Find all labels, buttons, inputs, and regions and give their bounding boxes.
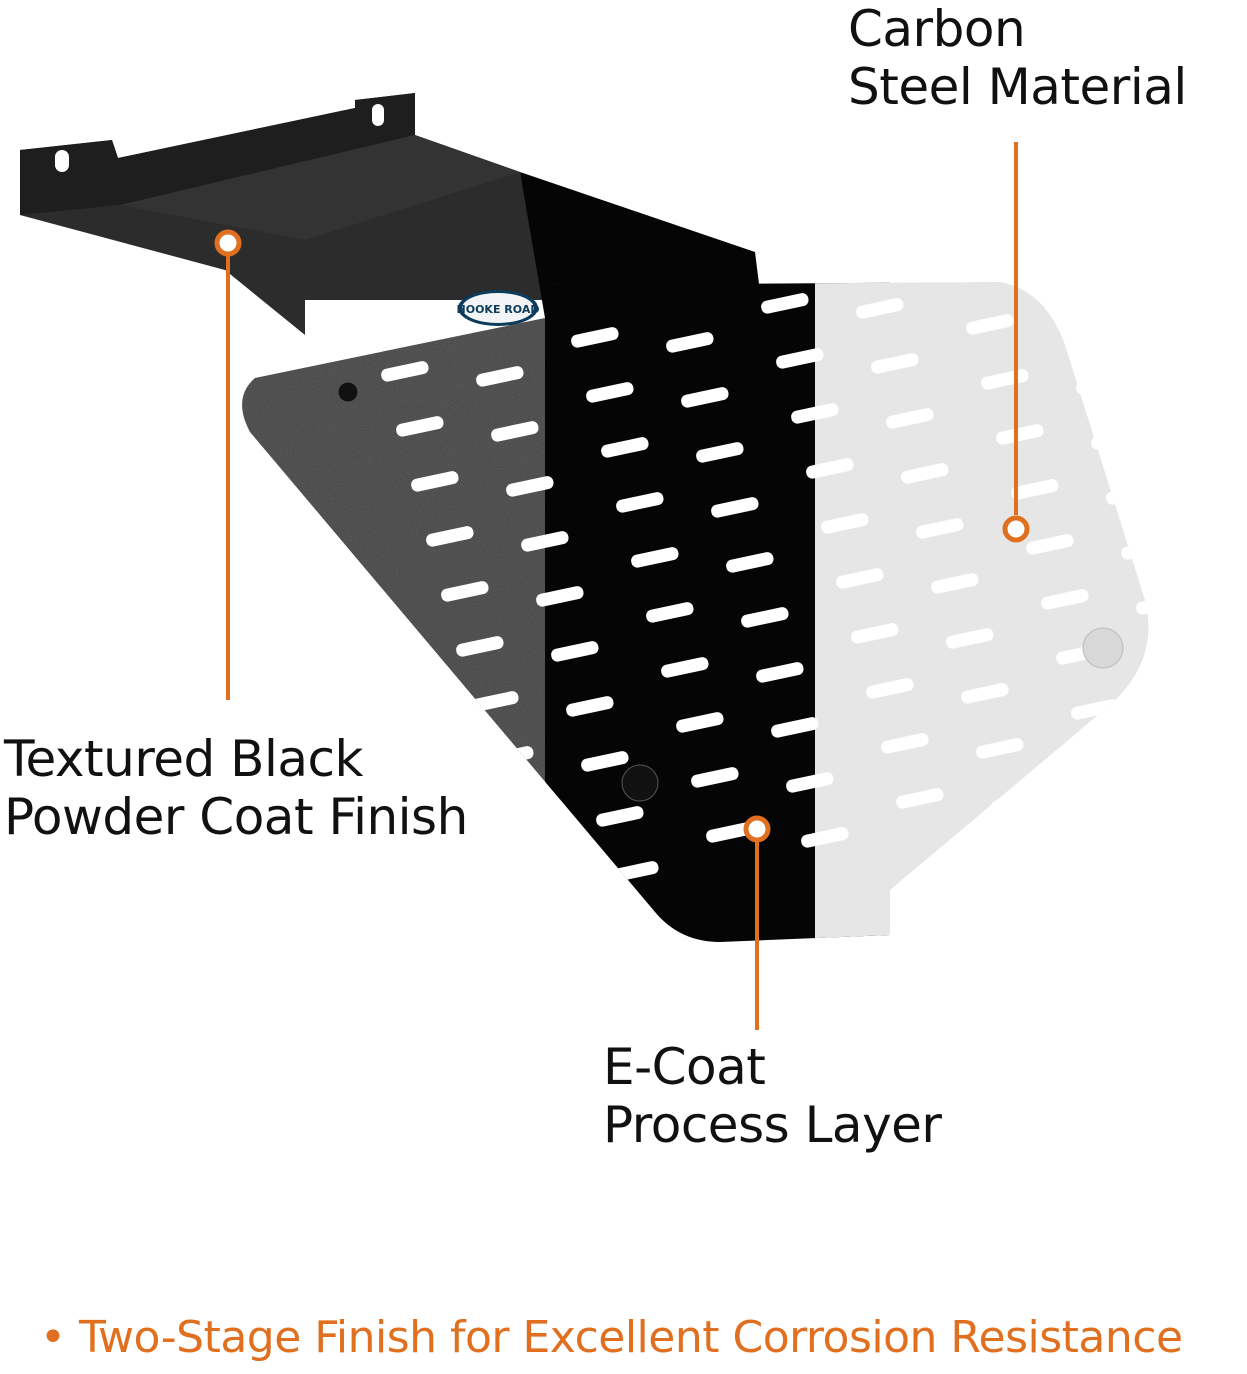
plate-slot xyxy=(916,518,964,539)
plate-slot xyxy=(776,348,824,369)
plate-slot xyxy=(1046,282,1094,285)
plate-slot xyxy=(1180,758,1230,781)
plate-slot xyxy=(566,696,614,717)
plate-slot xyxy=(426,526,474,547)
plate-slot xyxy=(536,586,584,607)
plate-slot xyxy=(1026,534,1074,555)
plate-slot xyxy=(726,552,774,573)
plate-slot xyxy=(836,568,884,589)
plate-slot xyxy=(976,738,1024,759)
plate-slot xyxy=(646,602,694,623)
plate-slot xyxy=(786,772,834,793)
plate-slot xyxy=(706,822,754,843)
plate-slot xyxy=(521,531,569,552)
plate-slot xyxy=(881,733,929,754)
plate-slot xyxy=(396,416,444,437)
plate-slot xyxy=(851,623,899,644)
callout-markers xyxy=(214,142,1030,1030)
plate-slot xyxy=(1106,484,1149,505)
plate-slot xyxy=(966,314,1014,335)
callout-ecoat: E-Coat Process Layer xyxy=(603,1038,942,1154)
plate-slot xyxy=(381,361,429,382)
plate-slot xyxy=(1091,429,1139,450)
bolt-icon xyxy=(337,381,359,403)
callout-line: Textured Black xyxy=(4,730,363,788)
plate-slot xyxy=(411,471,459,492)
plate-slot xyxy=(946,628,994,649)
callout-line: Process Layer xyxy=(603,1096,942,1154)
plate-slot xyxy=(586,382,634,403)
mounting-flange xyxy=(20,93,760,335)
plate-slot xyxy=(1011,479,1059,500)
plate-slot xyxy=(1061,319,1109,340)
plate-slot xyxy=(691,767,739,788)
plate-slot xyxy=(756,662,804,683)
plate-slot xyxy=(961,683,1009,704)
plate-slot xyxy=(866,678,914,699)
plate-slot xyxy=(771,717,819,738)
bullet-icon: • xyxy=(40,1312,66,1363)
bolt-icon xyxy=(1082,627,1124,669)
mounting-plate xyxy=(242,258,1230,942)
plate-slot xyxy=(1165,703,1215,726)
plate-slot xyxy=(506,476,554,497)
plate-slot xyxy=(996,424,1044,445)
plate-slot xyxy=(901,463,949,484)
callout-powder-coat: Textured Black Powder Coat Finish xyxy=(4,730,468,846)
plate-slot xyxy=(1041,589,1089,610)
plate-slot xyxy=(616,492,664,513)
plate-slot xyxy=(516,856,564,877)
plate-slot xyxy=(1086,754,1134,775)
plate-slot xyxy=(761,293,809,314)
plate-slot xyxy=(896,788,944,809)
plate-slot xyxy=(696,442,744,463)
footer-text: Two-Stage Finish for Excellent Corrosion… xyxy=(78,1312,1183,1363)
plate-slot xyxy=(931,573,979,594)
plate-slot xyxy=(1121,539,1149,560)
bolt-icon xyxy=(621,764,659,802)
callout-line: Steel Material xyxy=(848,58,1187,116)
plate-slot xyxy=(661,657,709,678)
plate-slot xyxy=(571,327,619,348)
plate-slot xyxy=(856,298,904,319)
plate-slot xyxy=(806,458,854,479)
plate-slot xyxy=(666,332,714,353)
callout-line: E-Coat xyxy=(603,1038,766,1096)
callout-line: Carbon xyxy=(848,0,1026,58)
plate-slot xyxy=(491,421,539,442)
svg-text:HOOKE ROAD: HOOKE ROAD xyxy=(457,303,540,316)
plate-slot xyxy=(1071,699,1119,720)
plate-slot xyxy=(1150,648,1200,671)
plate-slot xyxy=(791,403,839,424)
plate-slot xyxy=(551,641,599,662)
plate-slot xyxy=(441,581,489,602)
callout-line: Powder Coat Finish xyxy=(4,788,468,846)
hooke-road-logo: HOOKE ROAD xyxy=(457,290,540,326)
callout-carbon-steel: Carbon Steel Material xyxy=(848,0,1187,116)
plate-slot xyxy=(486,746,534,767)
plate-slot xyxy=(596,806,644,827)
plate-slot xyxy=(1076,374,1124,395)
plate-slot xyxy=(741,607,789,628)
plate-slot xyxy=(821,513,869,534)
plate-slot xyxy=(581,751,629,772)
plate-slot xyxy=(676,712,724,733)
plate-slot xyxy=(501,801,549,822)
plate-slot xyxy=(886,408,934,429)
plate-slot xyxy=(631,547,679,568)
plate-slot xyxy=(456,636,504,657)
plate-slot xyxy=(950,258,1000,281)
plate-slot xyxy=(711,497,759,518)
footer-tagline: • Two-Stage Finish for Excellent Corrosi… xyxy=(40,1312,1183,1363)
plate-slot xyxy=(871,353,919,374)
plate-slot xyxy=(471,691,519,712)
plate-slot xyxy=(801,827,849,848)
plate-slot xyxy=(681,387,729,408)
plate-slot xyxy=(476,366,524,387)
plate-slot xyxy=(601,437,649,458)
